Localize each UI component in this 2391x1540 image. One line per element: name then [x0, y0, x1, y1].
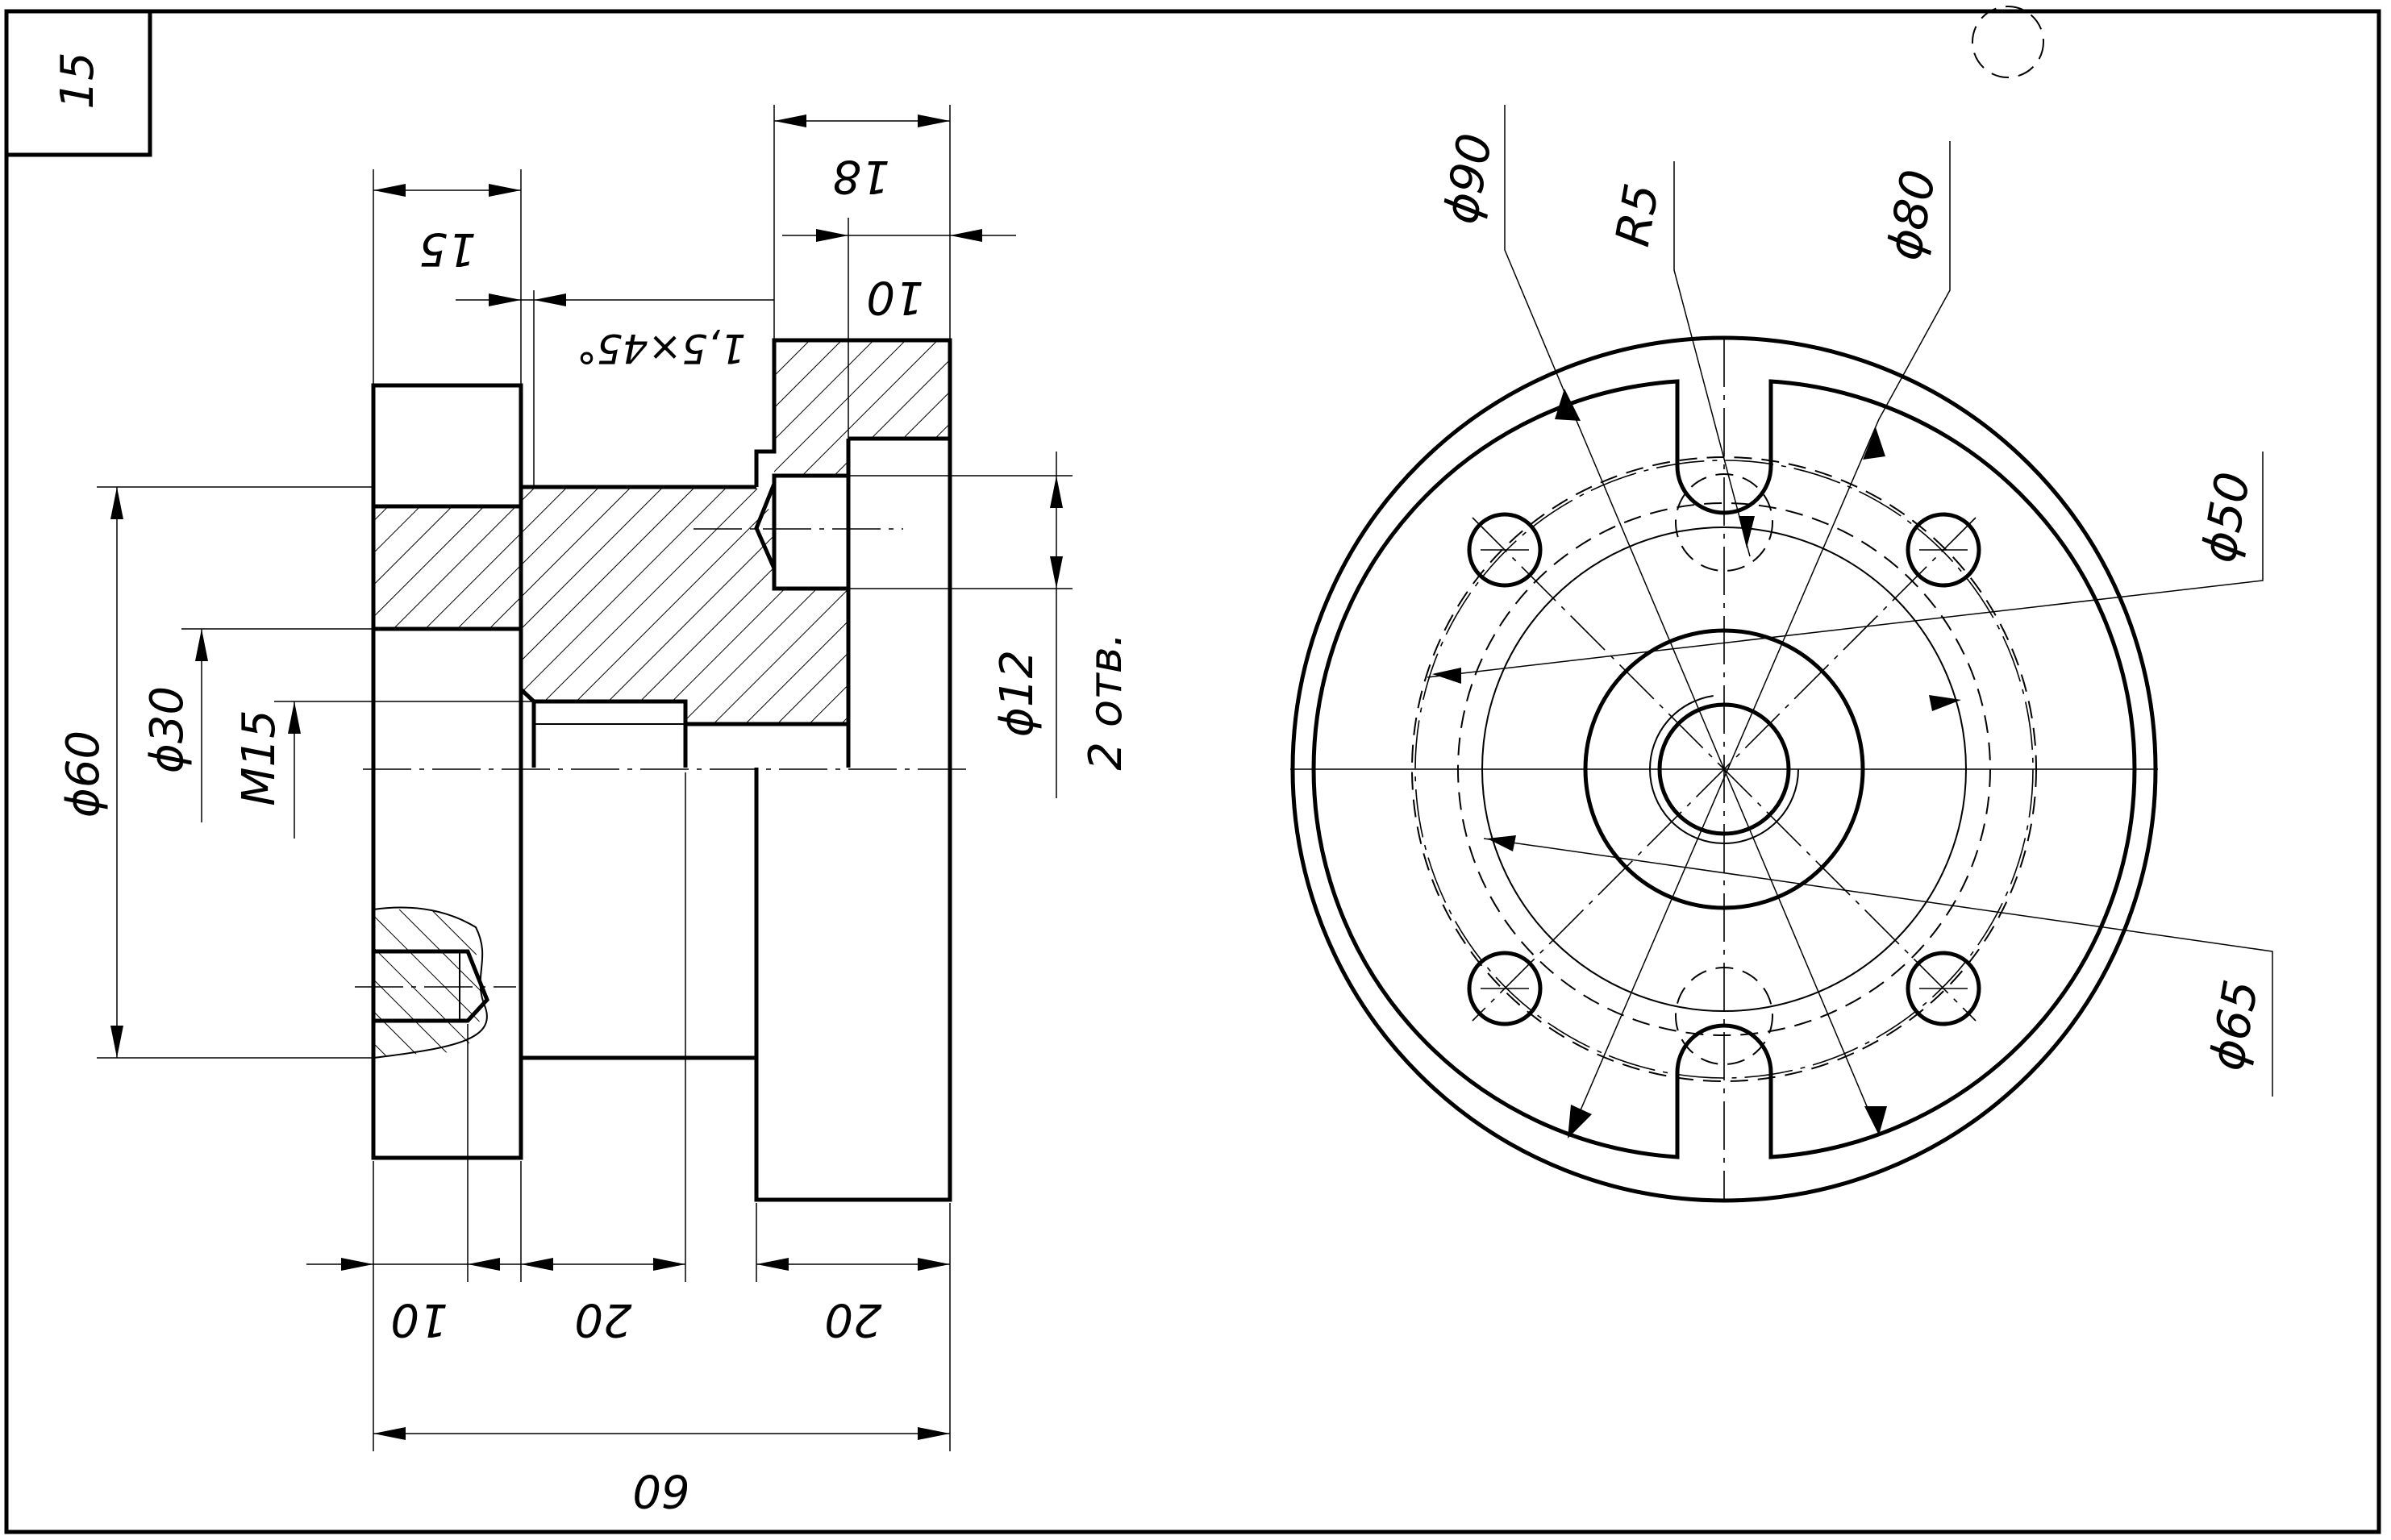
dim-20a: 20 [574, 1293, 631, 1346]
dim-20b: 20 [824, 1293, 881, 1346]
hole-bottom-left [1467, 951, 1543, 1026]
dim-m15: M15 [233, 710, 285, 806]
dim-dia-30: ϕ30 [141, 686, 194, 773]
leader-dia-50 [1427, 452, 2264, 678]
flange-left-top [371, 383, 523, 509]
hole-top-right [1906, 512, 1981, 588]
hole-top-left [1467, 512, 1543, 588]
sheet-number-box [4, 9, 152, 157]
breakout-break-line [373, 906, 488, 1059]
hatch-flange-left [373, 506, 521, 629]
breakout-hole [373, 949, 489, 1023]
dim-dia-65: ϕ65 [2199, 976, 2268, 1074]
hatch-body [521, 487, 848, 724]
end-view: ϕ90 R5 ϕ80 ϕ50 ϕ65 [1290, 105, 2273, 1203]
dim-60-overall: 60 [632, 1464, 689, 1517]
hatch-boss [774, 340, 950, 476]
dim-chamfer: 1,5×45° [577, 325, 746, 372]
right-part-outline [754, 338, 952, 1202]
corner-mark-circle [1972, 6, 2044, 78]
slot-hidden-top [1675, 473, 1773, 572]
dim-18: 18 [832, 150, 889, 202]
leader-dia-90 [1504, 105, 1877, 1128]
dim-dia-80: ϕ80 [1877, 165, 1946, 264]
dim-10-top: 10 [866, 271, 923, 323]
leader-r5 [1673, 161, 1751, 557]
dim-15: 15 [419, 223, 476, 275]
dim-holes-count: 2 отв. [1080, 632, 1132, 770]
dim-r5: R5 [1605, 180, 1669, 251]
dim-10-bottom: 10 [390, 1293, 448, 1346]
leader-dia-80 [1572, 141, 1951, 1130]
dim-dia-90: ϕ90 [1433, 129, 1502, 227]
drill-point [754, 483, 777, 570]
hole-bottom-right [1906, 951, 1981, 1026]
front-view: 15 18 10 1,5×45° ϕ60 ϕ30 M15 ϕ12 2 отв. … [57, 105, 1132, 1517]
dim-dia-12: ϕ12 [991, 650, 1043, 737]
blind-hole-top [772, 473, 848, 591]
leader-dia-65 [1483, 838, 2273, 1097]
flange-circle-slotted [1311, 379, 2137, 1159]
dim-dia-50: ϕ50 [2191, 468, 2260, 566]
dim-dia-60: ϕ60 [57, 730, 110, 818]
sheet-number: 15 [52, 52, 104, 109]
sheet-border [4, 9, 2381, 1534]
